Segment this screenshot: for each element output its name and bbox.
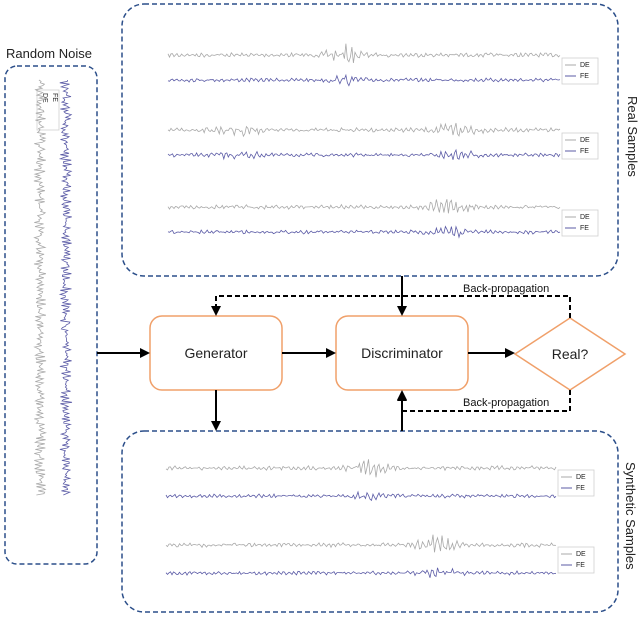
noise-signals xyxy=(33,79,73,496)
real-fe-signal-1 xyxy=(167,73,561,87)
synthetic-de-signal-1 xyxy=(165,459,557,478)
backprop-top-arrow xyxy=(211,295,571,318)
legend-label-series_a: DE xyxy=(576,474,586,481)
real-samples-label: Real Samples xyxy=(625,96,640,177)
synthetic-samples-panel xyxy=(121,430,619,613)
backprop-top-label: Back-propagation xyxy=(463,283,549,295)
legend-label-series_b: FE xyxy=(580,148,589,155)
legend-label-series_b: FE xyxy=(580,225,589,232)
legend-label-series_b: FE xyxy=(580,73,589,80)
legend-label-series_a: DE xyxy=(580,62,590,69)
legend-label-series_b: FE xyxy=(576,485,585,492)
real-fe-signal-3 xyxy=(167,225,561,239)
real-de-signal-3 xyxy=(167,199,561,214)
legend-label-series_b: FE xyxy=(576,562,585,569)
noise-fe-signal xyxy=(58,79,73,496)
real-de-signal-2 xyxy=(167,122,561,138)
legend-label-series_a: DE xyxy=(580,214,590,221)
decision-label: Real? xyxy=(552,346,589,362)
real-samples-panel xyxy=(121,3,619,277)
generator-label: Generator xyxy=(184,345,247,361)
legend-label-series_a: DE xyxy=(576,551,586,558)
legend-label-series_a: DE xyxy=(580,137,590,144)
synthetic-de-signal-2 xyxy=(165,534,557,553)
real-fe-signal-2 xyxy=(167,148,561,161)
random-noise-panel xyxy=(4,65,98,565)
noise-legend-fe: FE xyxy=(51,93,58,102)
synthetic-samples-label: Synthetic Samples xyxy=(623,462,638,570)
real-de-signal-1 xyxy=(167,43,561,64)
legend-box-synthetic-2 xyxy=(557,546,595,574)
legend-box-real-1 xyxy=(561,57,599,85)
synthetic-sample-signals: DE FE DE FE xyxy=(165,459,595,578)
random-noise-label: Random Noise xyxy=(6,46,92,61)
real-sample-signals: DE FE DE FE DE FE xyxy=(167,43,599,239)
synthetic-fe-signal-1 xyxy=(165,490,557,502)
synthetic-fe-signal-2 xyxy=(165,567,557,578)
legend-box-synthetic-1 xyxy=(557,469,595,497)
legend-box-real-3 xyxy=(561,209,599,237)
noise-de-signal xyxy=(33,79,48,496)
legend-box-real-2 xyxy=(561,132,599,160)
backprop-bottom-label: Back-propagation xyxy=(463,397,549,409)
backprop-bottom-arrow xyxy=(397,390,571,412)
discriminator-label: Discriminator xyxy=(361,345,443,361)
noise-legend-de: DE xyxy=(41,93,48,103)
